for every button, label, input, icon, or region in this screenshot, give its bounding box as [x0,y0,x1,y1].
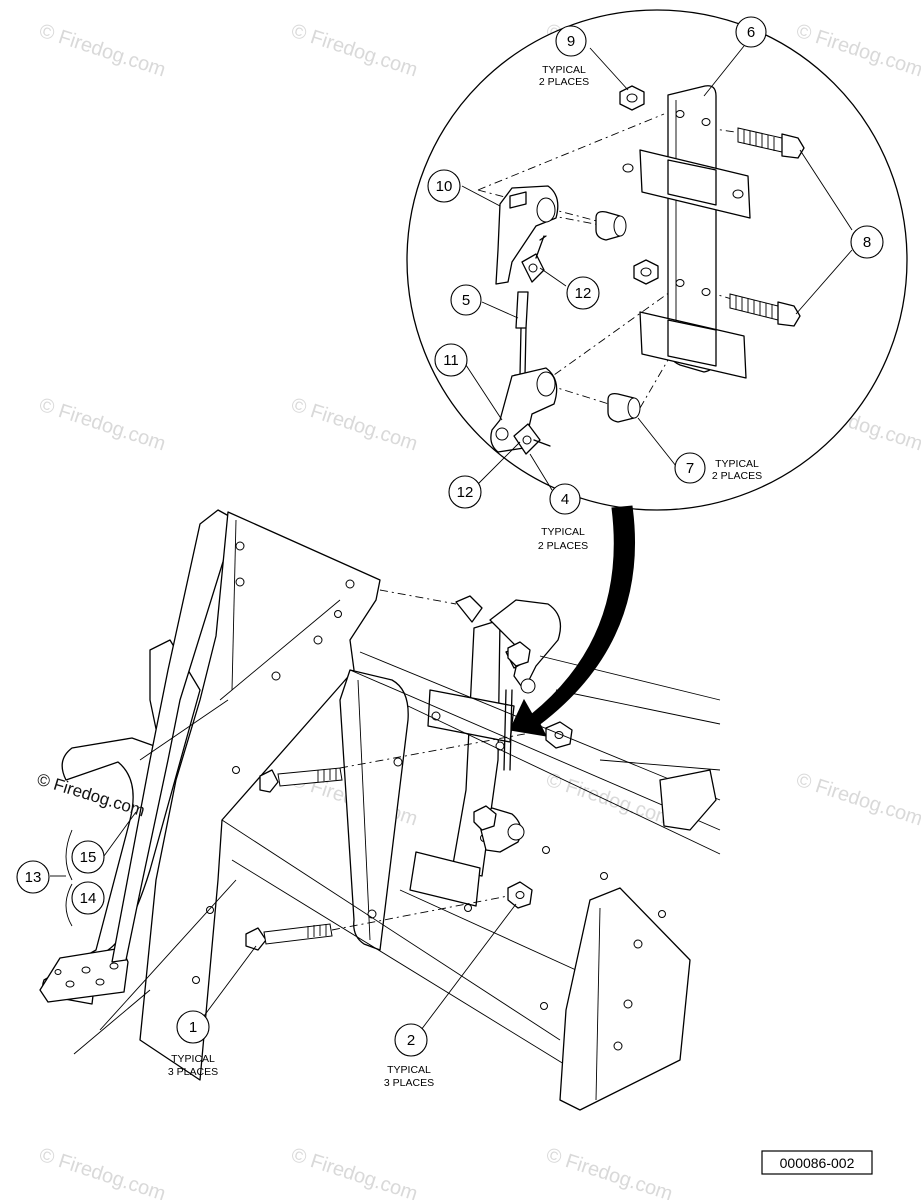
main-assembly [39,509,721,1111]
nut-lower [633,259,659,285]
callout-number: 12 [575,285,592,302]
callout-number: 6 [747,24,755,41]
leader-lines [50,45,853,1035]
callouts: 9 TYPICAL 2 PLACES 6 10 8 12 5 11 [16,16,884,1089]
main-nut-lower [507,881,533,909]
callout-number: 4 [561,491,569,508]
rod-end-upper [521,235,547,283]
drawing-number: 000086-002 [761,1150,873,1175]
callout-9: 9 TYPICAL 2 PLACES [539,25,589,88]
callout-14: 14 [71,881,105,915]
callout-note: TYPICAL [542,64,586,76]
main-bolt-lower [245,923,333,951]
callout-12-lower: 12 [448,475,482,509]
main-nut-upper [545,721,573,749]
watermark: © Firedog.com [36,394,168,456]
lever-upper [495,185,559,285]
callout-note: TYPICAL [171,1053,215,1065]
callout-number: 8 [863,234,871,251]
callout-number: 10 [436,178,453,195]
callout-2: 2 TYPICAL 3 PLACES [384,1023,434,1089]
callout-13: 13 [16,860,50,894]
callout-number: 1 [189,1019,197,1036]
callout-note: 2 PLACES [538,540,588,552]
rear-frame-bracket [559,887,691,1111]
drawing-number-text: 000086-002 [780,1155,855,1171]
mounting-bracket-plate [339,669,409,951]
chassis-rail [349,669,721,831]
main-lever-upper [489,599,562,691]
watermark: © Firedog.com [288,1144,420,1200]
callout-note: TYPICAL [541,526,585,538]
callout-11: 11 [434,343,468,377]
callout-number: 9 [567,33,575,50]
detail-view [406,9,908,511]
callout-note: 3 PLACES [168,1066,218,1078]
lever-lower [490,367,558,453]
watermark: © Firedog.com [36,20,168,82]
watermark: © Firedog.com [36,1144,168,1200]
callout-number: 12 [457,484,474,501]
side-frame-plate [139,511,381,1081]
callout-8: 8 [850,225,884,259]
callout-number: 11 [443,352,459,369]
detail-circle [406,9,908,511]
spacer-lower [607,392,641,423]
nut-upper [619,85,645,111]
callout-10: 10 [427,169,461,203]
watermark: © Firedog.com [543,769,675,831]
rod-end-lower [513,423,551,455]
callout-12-upper: 12 [566,276,600,310]
callout-7: 7 TYPICAL 2 PLACES [674,452,762,484]
main-bolt-upper [259,767,343,793]
watermark: © Firedog.com [793,769,921,831]
callout-note: 2 PLACES [712,470,762,482]
callout-number: 14 [80,890,97,907]
callout-5: 5 [450,284,482,316]
watermark: © Firedog.com [288,20,420,82]
callout-6: 6 [735,16,767,48]
callout-1: 1 TYPICAL 3 PLACES [168,1010,218,1078]
callout-number: 7 [686,460,694,477]
callout-note: 2 PLACES [539,76,589,88]
watermark: © Firedog.com [543,1144,675,1200]
watermark: © Firedog.com [288,394,420,456]
bolt-lower [729,293,801,327]
callout-number: 2 [407,1032,415,1049]
callout-15: 15 [71,840,105,874]
callout-number: 13 [25,869,42,886]
callout-note: TYPICAL [387,1064,431,1076]
callout-4: 4 TYPICAL 2 PLACES [538,483,588,552]
spacer-upper [595,210,627,241]
bolt-upper [737,127,805,159]
callout-note: TYPICAL [715,458,759,470]
callout-note: 3 PLACES [384,1077,434,1089]
callout-number: 5 [462,292,470,309]
callout-number: 15 [80,849,97,866]
